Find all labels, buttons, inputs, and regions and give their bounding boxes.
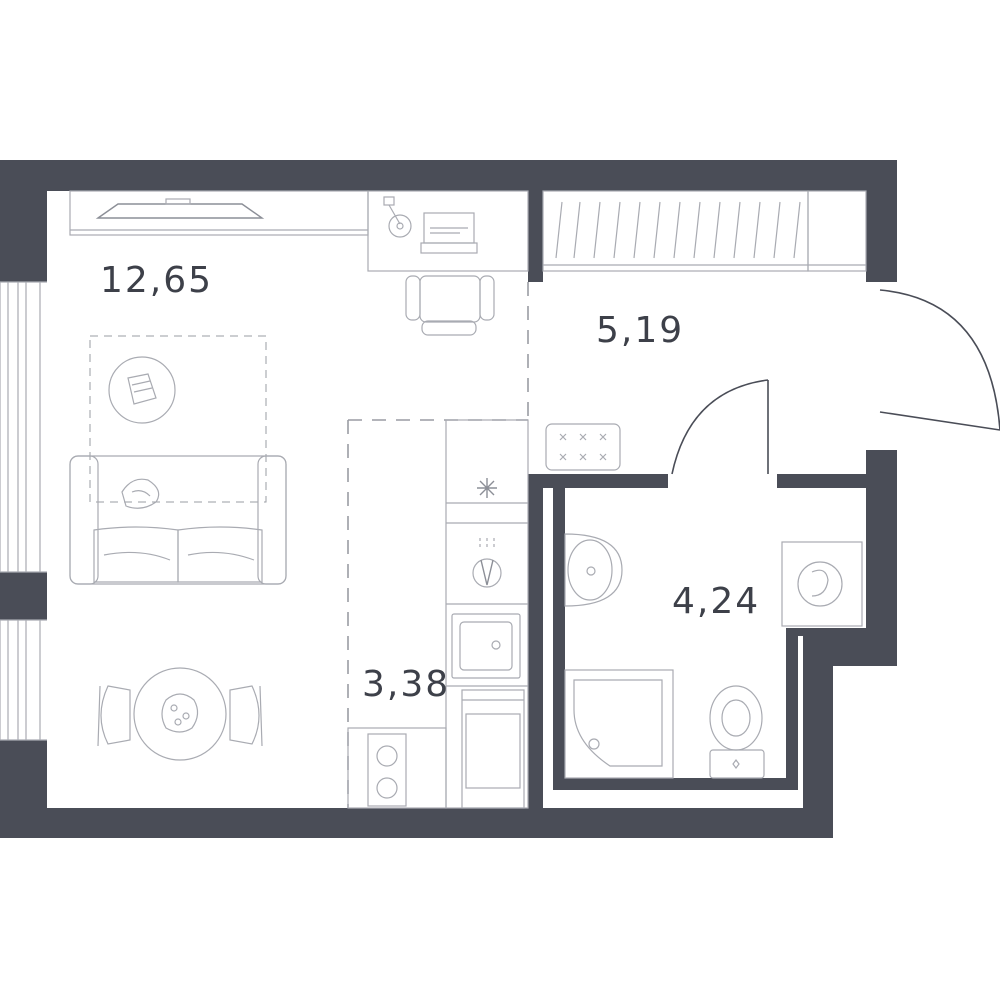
entrance-door bbox=[879, 289, 1000, 431]
desk bbox=[367, 190, 529, 272]
wall-right-upper bbox=[866, 160, 897, 282]
wall-bottom bbox=[0, 808, 833, 838]
desk-chair bbox=[405, 275, 495, 336]
wall-bath-right-step bbox=[786, 628, 866, 636]
shower-tray bbox=[564, 669, 674, 779]
room-area-living: 12,65 bbox=[100, 260, 213, 301]
room-area-bathroom: 4,24 bbox=[672, 581, 760, 622]
wall-left-middle bbox=[0, 572, 47, 620]
wall-bath-left-inner bbox=[553, 488, 565, 790]
window-lower bbox=[0, 619, 47, 741]
room-area-hall: 5,19 bbox=[596, 310, 684, 351]
bathroom-sink bbox=[564, 533, 623, 607]
cooktop bbox=[367, 733, 407, 807]
wall-right-bottom bbox=[803, 636, 833, 838]
bathroom-door bbox=[671, 379, 769, 475]
wall-bath-top-right bbox=[777, 474, 867, 488]
kitchen-sink bbox=[451, 613, 521, 679]
wall-left-upper bbox=[0, 160, 47, 282]
wall-right-lower bbox=[866, 450, 897, 666]
shoe-bench bbox=[545, 423, 621, 471]
wall-bath-bottom-inner bbox=[553, 778, 798, 790]
wall-bath-top-left bbox=[528, 474, 668, 488]
wall-kitchen-bath bbox=[528, 474, 543, 838]
snowflake-icon bbox=[477, 478, 497, 498]
hood-icon bbox=[472, 538, 502, 588]
wall-bath-right-inner bbox=[786, 628, 798, 790]
wall-top bbox=[0, 160, 897, 191]
dining-set bbox=[97, 667, 263, 761]
cushion-icon bbox=[121, 478, 160, 509]
toilet bbox=[709, 685, 765, 779]
washing-machine bbox=[781, 541, 863, 627]
walls bbox=[0, 160, 897, 838]
oven bbox=[461, 689, 525, 809]
wardrobe bbox=[542, 190, 867, 272]
wall-wardrobe-side bbox=[528, 160, 543, 282]
window-upper bbox=[0, 281, 47, 573]
rug bbox=[89, 335, 267, 503]
sofa bbox=[69, 455, 287, 585]
coffee-table bbox=[108, 356, 176, 424]
laptop-icon bbox=[420, 212, 478, 254]
tv-stand bbox=[69, 190, 369, 236]
kitchen-cabinets bbox=[347, 419, 529, 809]
room-area-kitchen: 3,38 bbox=[362, 664, 450, 705]
